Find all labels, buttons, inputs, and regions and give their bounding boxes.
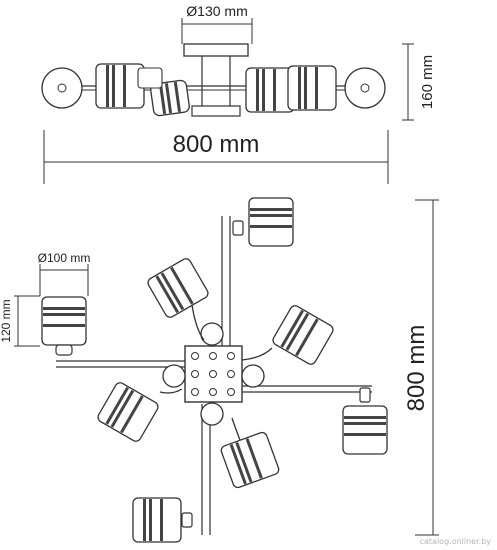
top-view: Ø100 mm 120 mm 800 mm (0, 197, 439, 543)
side-view: Ø130 mm 160 mm (41, 3, 436, 184)
shade-diameter-label: Ø100 mm (38, 251, 91, 265)
canopy (183, 43, 249, 57)
shade-height-label: 120 mm (0, 299, 13, 342)
width-label: 800 mm (173, 131, 260, 158)
canopy-diameter-label: Ø130 mm (186, 3, 247, 19)
height-label: 160 mm (419, 55, 436, 109)
length-label: 800 mm (403, 325, 430, 412)
watermark: catalog.onliner.by (419, 537, 491, 546)
